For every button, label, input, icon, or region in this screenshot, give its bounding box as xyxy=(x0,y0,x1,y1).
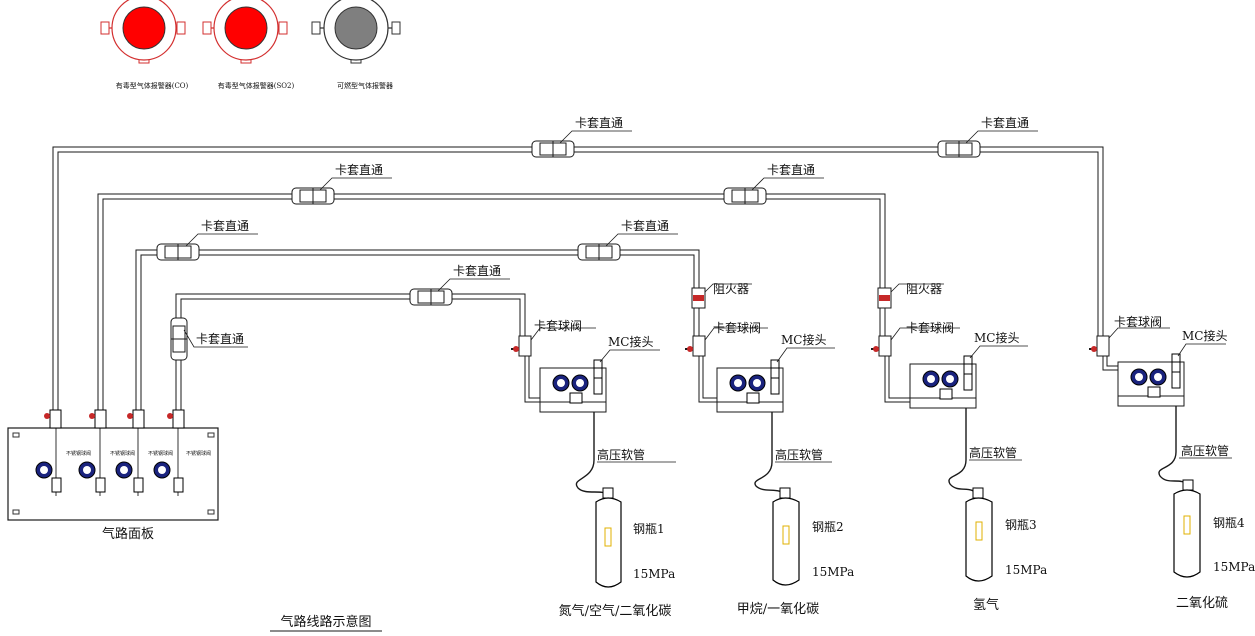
ball-valve-1-handle xyxy=(513,346,519,352)
flame-arrester-3-label: 阻火器 xyxy=(906,282,942,296)
mc-connector-2-label: MC接头 xyxy=(781,332,826,347)
cylinder-2-gas: 甲烷/一氧化碳 xyxy=(737,602,819,617)
hose-1 xyxy=(575,412,609,497)
mc-connector-2 xyxy=(770,359,780,395)
alarm-combustible-label: 可燃型气体报警器 xyxy=(337,81,393,90)
alarm-co-label: 有毒型气体报警器(CO) xyxy=(116,81,189,90)
union-fitting-4 xyxy=(723,187,767,205)
hose-2 xyxy=(754,412,787,497)
union-fitting-1 xyxy=(531,140,575,158)
cylinder-3-pressure: 15MPa xyxy=(1005,563,1047,577)
station-4: 卡套球阀 MC接头 xyxy=(1089,315,1227,407)
union-label-8: 卡套直通 xyxy=(196,332,244,346)
hose-4 xyxy=(1158,406,1189,487)
pipe-line-1 xyxy=(175,293,526,412)
cylinder-1-pressure: 15MPa xyxy=(633,567,675,581)
mc-connector-1-label: MC接头 xyxy=(608,334,653,349)
mc-connector-3-label: MC接头 xyxy=(974,330,1019,345)
union-fitting-6 xyxy=(577,243,621,261)
hose-label-4: 高压软管 xyxy=(1181,443,1229,458)
cylinder-2-name: 钢瓶2 xyxy=(812,520,844,534)
union-labels: 卡套直通 卡套直通 卡套直通 卡套直通 卡套直通 卡套直通 卡套直通 卡套直通 xyxy=(196,116,1029,346)
ball-valve-2-label: 卡套球阀 xyxy=(713,321,761,335)
hose-leaders xyxy=(597,457,1232,463)
alarm-co: 有毒型气体报警器(CO) xyxy=(100,0,189,90)
high-pressure-hoses xyxy=(575,406,1189,497)
cylinder-4: 钢瓶4 15MPa 二氧化硫 xyxy=(1173,479,1255,611)
diagram-title: 气路线路示意图 xyxy=(270,614,382,632)
station-1: 卡套球阀 MC接头 xyxy=(511,319,660,413)
panel-valve-label-2: 不锈钢球阀 xyxy=(110,450,135,457)
union-label-1: 卡套直通 xyxy=(575,116,623,130)
ball-valve-3-handle xyxy=(873,346,879,352)
mc-connector-3 xyxy=(963,355,973,391)
union-label-6: 卡套直通 xyxy=(621,219,669,233)
station-2: 卡套球阀 MC接头 xyxy=(685,321,835,413)
pipe-line-4 xyxy=(52,146,1104,412)
union-fitting-5 xyxy=(156,243,200,261)
mc-connector-4-label: MC接头 xyxy=(1182,328,1227,343)
station-3: 卡套球阀 MC接头 xyxy=(871,321,1028,409)
alarm-so2-light xyxy=(224,6,268,50)
hose-labels: 高压软管 高压软管 高压软管 高压软管 xyxy=(597,443,1229,462)
alarm-combustible-light xyxy=(334,6,378,50)
cylinder-2-pressure: 15MPa xyxy=(812,565,854,579)
pipe-line-2 xyxy=(135,249,700,412)
diagram-title-text: 气路线路示意图 xyxy=(280,614,371,630)
cylinder-4-gas: 二氧化硫 xyxy=(1176,596,1228,611)
gas-panel-label: 气路面板 xyxy=(102,526,154,542)
flame-arrester-2-label: 阻火器 xyxy=(713,282,749,296)
ball-valve-4-label: 卡套球阀 xyxy=(1114,315,1162,329)
union-label-3: 卡套直通 xyxy=(335,163,383,177)
union-fitting-2 xyxy=(937,140,981,158)
pipe-network xyxy=(52,146,1104,412)
cylinder-2: 钢瓶2 15MPa 甲烷/一氧化碳 xyxy=(737,487,854,617)
hose-label-3: 高压软管 xyxy=(969,445,1017,460)
alarm-so2: 有毒型气体报警器(SO2) xyxy=(202,0,295,90)
cylinder-1: 钢瓶1 15MPa 氮气/空气/二氧化碳 xyxy=(559,487,675,619)
cylinder-1-gas: 氮气/空气/二氧化碳 xyxy=(559,603,672,619)
ball-valve-4-handle xyxy=(1091,346,1097,352)
union-leaders xyxy=(183,130,1038,348)
gas-panel: 不锈钢球阀 不锈钢球阀 不锈钢球阀 不锈钢球阀 气路面板 xyxy=(7,409,219,542)
ball-valve-2-handle xyxy=(687,346,693,352)
cylinder-4-name: 钢瓶4 xyxy=(1213,516,1245,530)
mc-connector-4 xyxy=(1171,353,1181,389)
hose-label-2: 高压软管 xyxy=(775,447,823,462)
ball-valve-3-label: 卡套球阀 xyxy=(906,321,954,335)
alarm-so2-label: 有毒型气体报警器(SO2) xyxy=(218,81,295,90)
cylinder-4-pressure: 15MPa xyxy=(1213,560,1255,574)
union-label-4: 卡套直通 xyxy=(767,163,815,177)
cylinder-3-name: 钢瓶3 xyxy=(1005,518,1037,532)
union-label-2: 卡套直通 xyxy=(981,116,1029,130)
cylinder-1-name: 钢瓶1 xyxy=(633,522,665,536)
cylinder-3-gas: 氢气 xyxy=(973,597,999,613)
flame-arrester-3: 阻火器 xyxy=(877,282,944,309)
ball-valve-1-label: 卡套球阀 xyxy=(534,319,582,333)
alarm-co-light xyxy=(122,6,166,50)
panel-valve-label-3: 不锈钢球阀 xyxy=(148,450,173,457)
hose-3 xyxy=(948,408,979,497)
cylinder-3: 钢瓶3 15MPa 氢气 xyxy=(965,487,1047,613)
straight-union-fittings xyxy=(156,140,981,361)
union-label-5: 卡套直通 xyxy=(201,219,249,233)
panel-valve-label-1: 不锈钢球阀 xyxy=(66,450,91,457)
pipe-line-3 xyxy=(97,193,886,412)
union-fitting-7 xyxy=(409,288,453,306)
union-label-7: 卡套直通 xyxy=(453,264,501,278)
flame-arrester-2: 阻火器 xyxy=(691,282,752,309)
hose-label-1: 高压软管 xyxy=(597,447,645,462)
mc-connector-1 xyxy=(593,359,603,395)
union-fitting-8 xyxy=(170,317,188,361)
panel-gauges xyxy=(35,461,171,479)
panel-valve-label-4: 不锈钢球阀 xyxy=(186,450,211,457)
alarm-combustible: 可燃型气体报警器 xyxy=(311,0,401,90)
union-fitting-3 xyxy=(291,187,335,205)
